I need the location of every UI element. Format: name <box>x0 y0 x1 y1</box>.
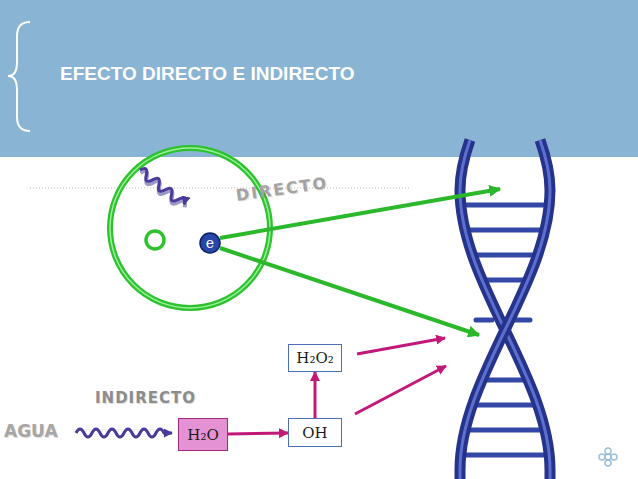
atom-orbit-highlight <box>110 148 270 308</box>
reaction-arrow <box>228 433 288 434</box>
radical-arrow <box>355 366 446 414</box>
photon-wave <box>136 166 188 210</box>
dna-helix <box>460 140 550 479</box>
ornament <box>599 448 617 466</box>
molecule-box: H₂O₂ <box>288 344 342 372</box>
radiation-wave <box>76 429 172 437</box>
header-band <box>0 0 638 157</box>
dotted-rule <box>30 188 410 189</box>
slide-title: EFECTO DIRECTO E INDIRECTO <box>60 63 355 85</box>
direct-arrow <box>220 248 479 335</box>
electron-disc <box>200 233 220 253</box>
brace <box>8 22 30 131</box>
node-text: e <box>206 235 214 251</box>
node-text: H₂O₂ <box>296 349 333 367</box>
molecule-box: H₂O <box>178 418 228 451</box>
atom-orbit <box>110 148 270 308</box>
radical-arrow <box>357 338 445 354</box>
electron-circle: e <box>199 232 221 254</box>
node-text: H₂O <box>187 426 218 444</box>
reaction-arrow <box>314 372 317 418</box>
molecule-box: OH <box>288 418 342 447</box>
effect-label: AGUA <box>4 421 58 441</box>
effect-label: INDIRECTO <box>95 389 196 407</box>
node-text: OH <box>302 424 327 442</box>
nucleus <box>146 231 164 249</box>
